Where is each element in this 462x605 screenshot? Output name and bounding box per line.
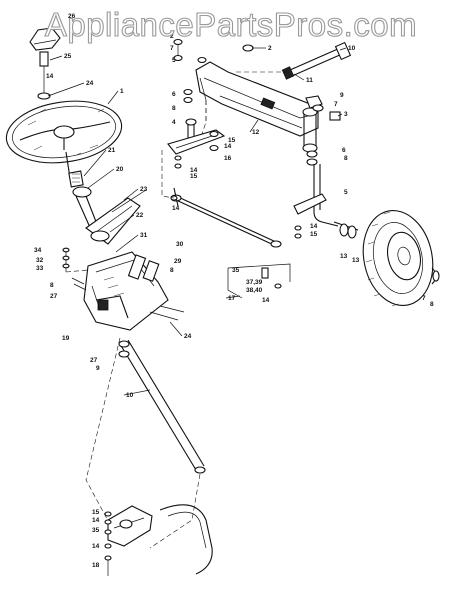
callout-22: 22 — [136, 212, 144, 219]
callout-38-40: 38,40 — [246, 287, 263, 294]
callout-15d: 15 — [92, 509, 100, 516]
callout-13b: 13 — [352, 257, 360, 264]
callout-35: 35 — [92, 527, 100, 534]
axle-pivot-bolt — [236, 41, 352, 80]
callout-24: 24 — [86, 80, 94, 87]
callout-8b: 8 — [344, 155, 348, 162]
callout-2b: 2 — [170, 33, 174, 40]
steering-shaft-upper — [65, 151, 101, 233]
callout-9b: 9 — [96, 365, 100, 372]
callout-37-39: 37,39 — [246, 279, 263, 286]
callout-14b: 14 — [224, 143, 232, 150]
callout-27: 27 — [50, 293, 58, 300]
callout-14g: 14 — [92, 517, 100, 524]
callout-6: 6 — [172, 91, 176, 98]
callout-8d: 8 — [50, 282, 54, 289]
callout-19: 19 — [62, 335, 70, 342]
callout-14f: 14 — [262, 297, 270, 304]
callout-10b: 10 — [126, 392, 134, 399]
callout-labels: 1 2 2 3 4 5 5 6 6 7 7 7 8 8 8 8 8 9 9 10… — [34, 13, 434, 569]
callout-8: 8 — [172, 105, 176, 112]
callout-15b: 15 — [190, 173, 198, 180]
callout-31: 31 — [140, 232, 148, 239]
leader-lines — [47, 47, 347, 396]
callout-12: 12 — [252, 129, 260, 136]
callout-27b: 27 — [90, 357, 98, 364]
callout-35b: 35 — [232, 267, 240, 274]
tie-rod-end-detail — [227, 263, 291, 299]
front-wheel — [362, 209, 440, 307]
callout-13: 13 — [340, 253, 348, 260]
callout-29: 29 — [174, 258, 182, 265]
steering-cap-knob — [29, 27, 61, 100]
left-spindle — [161, 100, 226, 201]
right-spindle-hardware — [293, 95, 359, 239]
callout-14c: 14 — [190, 167, 198, 174]
dash-support-bracket — [83, 251, 185, 331]
callout-5: 5 — [172, 57, 176, 64]
callout-5b: 5 — [344, 189, 348, 196]
callout-14e: 14 — [310, 223, 318, 230]
callout-17: 17 — [228, 295, 236, 302]
callout-8e: 8 — [430, 301, 434, 308]
callout-21: 21 — [108, 147, 116, 154]
callout-14h: 14 — [92, 543, 100, 550]
callout-32: 32 — [36, 257, 44, 264]
callout-23: 23 — [140, 186, 148, 193]
callout-20: 20 — [116, 166, 124, 173]
callout-30: 30 — [176, 241, 184, 248]
callout-15: 15 — [228, 137, 236, 144]
callout-9: 9 — [340, 92, 344, 99]
callout-34: 34 — [34, 247, 42, 254]
callout-10: 10 — [348, 45, 356, 52]
steering-gear-bracket — [85, 189, 147, 245]
callout-16: 16 — [224, 155, 232, 162]
callout-6b: 6 — [342, 147, 346, 154]
axle-left-hardware — [173, 38, 254, 104]
callout-24b: 24 — [184, 333, 192, 340]
callout-15c: 15 — [310, 231, 318, 238]
callout-7c: 7 — [422, 295, 426, 302]
steering-shaft-lower — [85, 337, 206, 549]
callout-8c: 8 — [170, 267, 174, 274]
callout-4: 4 — [172, 119, 176, 126]
left-hardware — [62, 247, 89, 291]
callout-11: 11 — [306, 77, 313, 84]
callout-14d: 14 — [172, 205, 180, 212]
callout-3: 3 — [344, 111, 348, 118]
callout-1: 1 — [120, 88, 124, 95]
lower-gear-housing — [104, 504, 213, 576]
tie-rod — [170, 187, 282, 248]
callout-26: 26 — [68, 13, 76, 20]
callout-2: 2 — [268, 45, 272, 52]
steering-wheel — [5, 100, 123, 164]
callout-33: 33 — [36, 265, 44, 272]
callout-18: 18 — [92, 562, 100, 569]
callout-25: 25 — [64, 53, 72, 60]
callout-14: 14 — [46, 73, 54, 80]
callout-7b: 7 — [334, 101, 338, 108]
callout-7: 7 — [170, 45, 174, 52]
